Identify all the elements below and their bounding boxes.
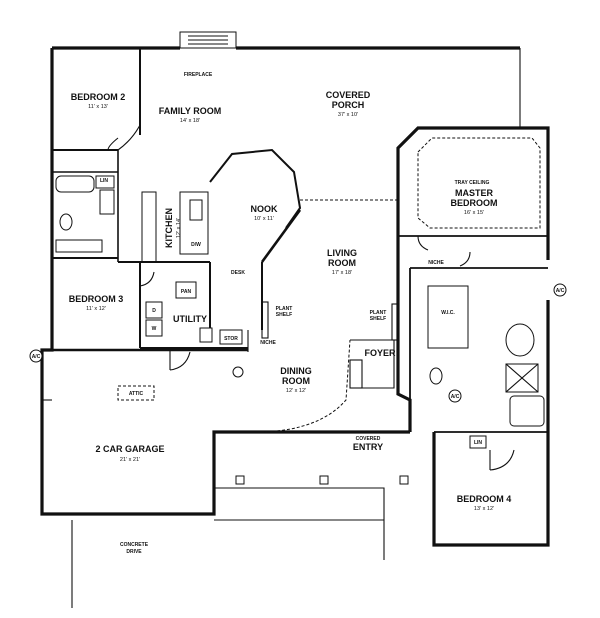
dining-name-2: ROOM: [282, 376, 310, 386]
master-name-1: MASTER: [455, 188, 494, 198]
attic-label: ATTIC: [129, 391, 144, 397]
plant-shelf-label-1: PLANT: [276, 306, 293, 312]
wic-name: W.I.C.: [441, 310, 455, 316]
stor-label: STOR: [224, 336, 238, 342]
porch-dim: 37' x 10': [338, 112, 358, 118]
dishwasher-label: D/W: [191, 242, 201, 248]
bedroom2-name: BEDROOM 2: [71, 92, 126, 102]
bedroom4-dim: 13' x 12': [474, 506, 494, 512]
pantry-label: PAN: [181, 289, 192, 295]
lin-label-2: LIN: [474, 440, 482, 446]
family-room-name: FAMILY ROOM: [159, 106, 222, 116]
interior-walls: [29, 48, 567, 608]
entry-name-1: COVERED: [356, 436, 381, 442]
plant-shelf-label-4: SHELF: [370, 316, 386, 322]
niche-label: NICHE: [260, 340, 276, 346]
dryer-label: D: [152, 308, 156, 314]
washer-label: W: [152, 326, 157, 332]
foyer-name: FOYER: [364, 348, 396, 358]
ac-label-1: A/C: [32, 354, 41, 360]
master-dim: 16' x 15': [464, 210, 484, 216]
room-labels: FIREPLACE BEDROOM 2 11' x 13' FAMILY ROO…: [32, 72, 565, 555]
nook-dim: 10' x 11': [254, 216, 274, 222]
bedroom4-name: BEDROOM 4: [457, 494, 512, 504]
tray-ceiling-label: TRAY CEILING: [455, 180, 490, 186]
porch-name-2: PORCH: [332, 100, 365, 110]
kitchen-label: KITCHEN 12' x 14': [164, 208, 182, 248]
ac-label-2: A/C: [556, 288, 565, 294]
bedroom3-dim: 11' x 12': [86, 306, 106, 312]
garage-dim: 21' x 21': [120, 457, 140, 463]
nook-name: NOOK: [251, 204, 279, 214]
driveway-label-1: CONCRETE: [120, 542, 149, 548]
kitchen-dim: 12' x 14': [176, 218, 182, 238]
plant-shelf-label-3: PLANT: [370, 310, 387, 316]
plant-shelf-label-2: SHELF: [276, 312, 292, 318]
living-name-2: ROOM: [328, 258, 356, 268]
porch-name-1: COVERED: [326, 90, 371, 100]
kitchen-name: KITCHEN: [164, 208, 174, 248]
dining-dim: 12' x 12': [286, 388, 306, 394]
living-dim: 17' x 18': [332, 270, 352, 276]
fireplace-icon: [179, 31, 237, 49]
living-name-1: LIVING: [327, 248, 357, 258]
desk-label: DESK: [231, 270, 245, 276]
bedroom3-name: BEDROOM 3: [69, 294, 124, 304]
dining-name-1: DINING: [280, 366, 312, 376]
family-room-dim: 14' x 18': [180, 118, 200, 124]
entry-name-2: ENTRY: [353, 442, 383, 452]
fireplace-label: FIREPLACE: [184, 72, 213, 78]
utility-name: UTILITY: [173, 314, 207, 324]
master-name-2: BEDROOM: [451, 198, 498, 208]
bedroom2-dim: 11' x 13': [88, 104, 108, 110]
niche-label-master: NICHE: [428, 260, 444, 266]
garage-name: 2 CAR GARAGE: [95, 444, 164, 454]
driveway-label-2: DRIVE: [126, 549, 142, 555]
ac-label-3: A/C: [451, 394, 460, 400]
lin-label-1: LIN: [100, 178, 108, 184]
